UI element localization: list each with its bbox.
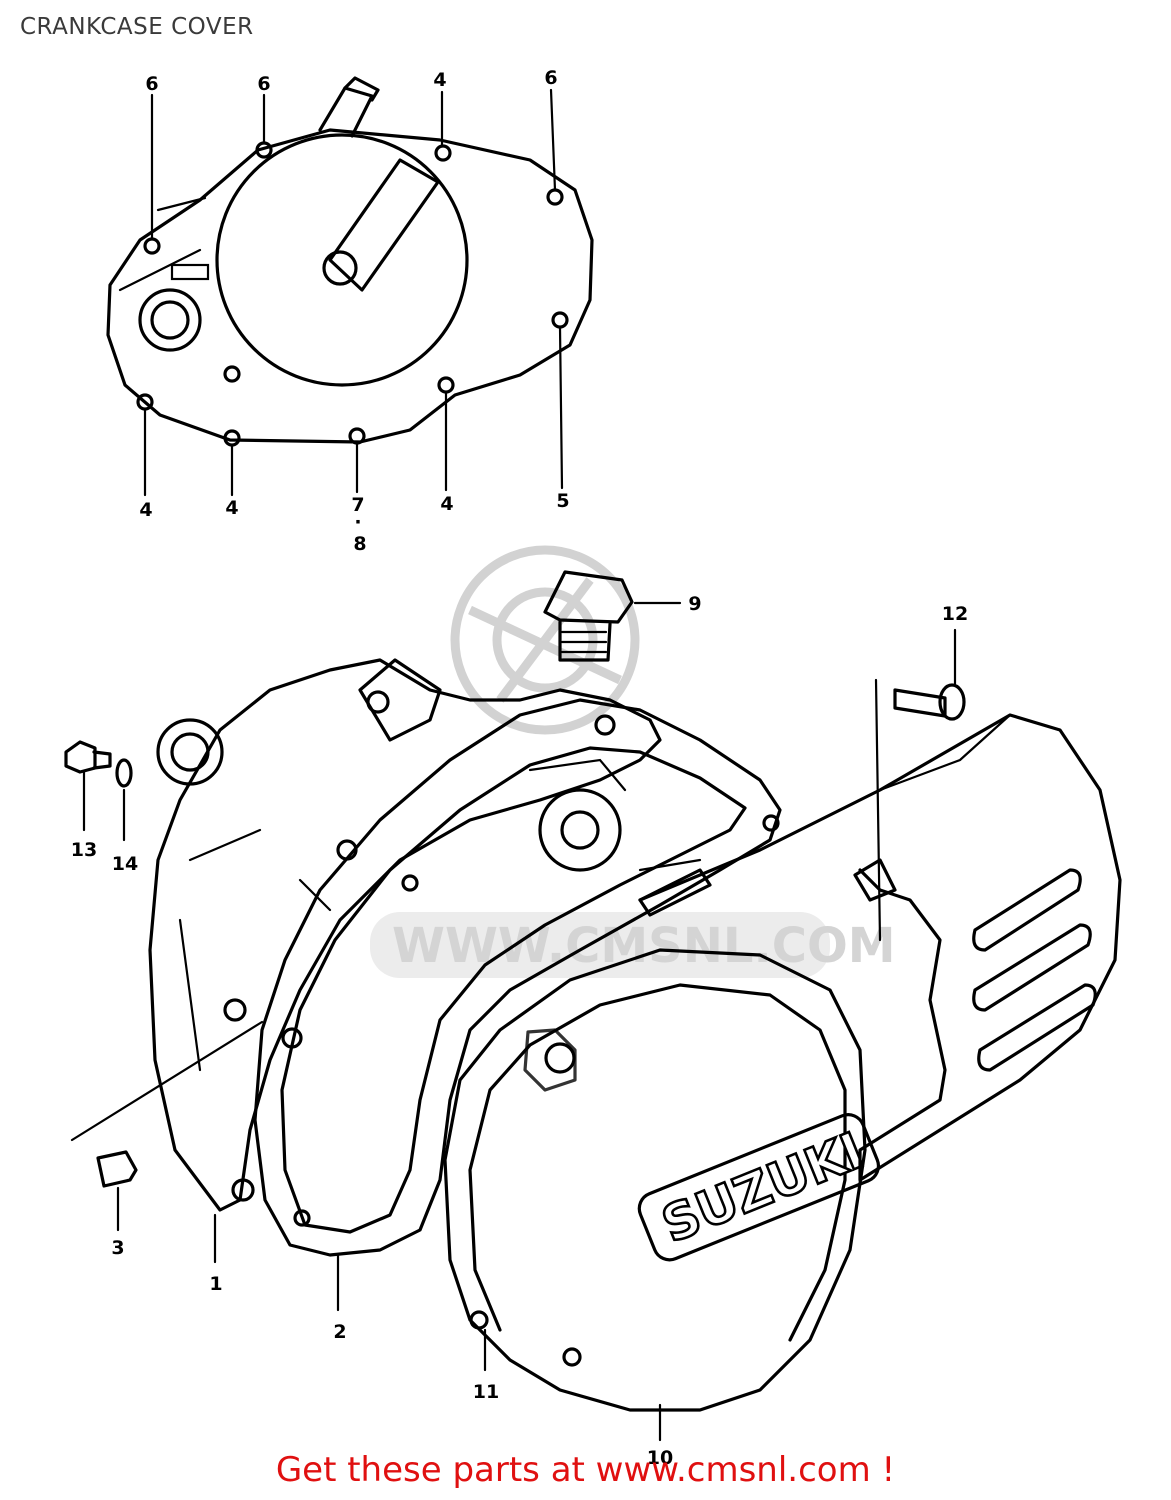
watermark-text: WWW.CMSNL.COM: [392, 918, 896, 974]
gasket-part-2: [253, 698, 782, 1257]
callout-9: 9: [688, 593, 701, 615]
dowel-part-3: [70, 1020, 264, 1232]
upper-cover-view: [106, 76, 594, 497]
footer-link[interactable]: Get these parts at www.cmsnl.com !: [275, 1450, 896, 1490]
side-cover: [638, 713, 1122, 1182]
page-title: CRANKCASE COVER: [20, 14, 254, 40]
callout-11: 11: [473, 1381, 499, 1403]
callout-6: 6: [544, 67, 557, 89]
callout-6: 6: [257, 73, 270, 95]
bolt-part-13: [64, 740, 112, 832]
callout-1: 1: [209, 1273, 222, 1295]
screw-part-12: [874, 628, 966, 942]
callout-4: 4: [225, 497, 238, 519]
callout-12: 12: [942, 603, 968, 625]
callout-14: 14: [112, 853, 138, 875]
callout-4: 4: [440, 493, 453, 515]
washer-part-14: [115, 758, 133, 842]
callout-6: 6: [145, 73, 158, 95]
callout-3: 3: [111, 1237, 124, 1259]
suzuki-badge-text: SUZUKI: [654, 1121, 871, 1254]
leader-lines: [213, 1213, 662, 1442]
callout-10: 10: [647, 1447, 673, 1469]
callout-8: 8: [353, 533, 366, 555]
callout-4: 4: [139, 499, 152, 521]
callout-labels: 6 6 4 6 4 4 7 · 8 4 5 9 12 13 14 3 1 2 1…: [71, 67, 968, 1469]
callout-separator-dot: ·: [354, 511, 361, 533]
callout-13: 13: [71, 839, 97, 861]
oil-filler-plug-part-9: [543, 570, 682, 662]
watermark: WWW.CMSNL.COM: [370, 545, 896, 978]
callout-2: 2: [333, 1321, 346, 1343]
callout-7: 7: [351, 494, 364, 516]
callout-5: 5: [556, 490, 569, 512]
callout-4: 4: [433, 69, 446, 91]
crankcase-cover-part-1: [148, 658, 662, 1212]
magneto-cover-part-10: SUZUKI: [443, 948, 881, 1412]
